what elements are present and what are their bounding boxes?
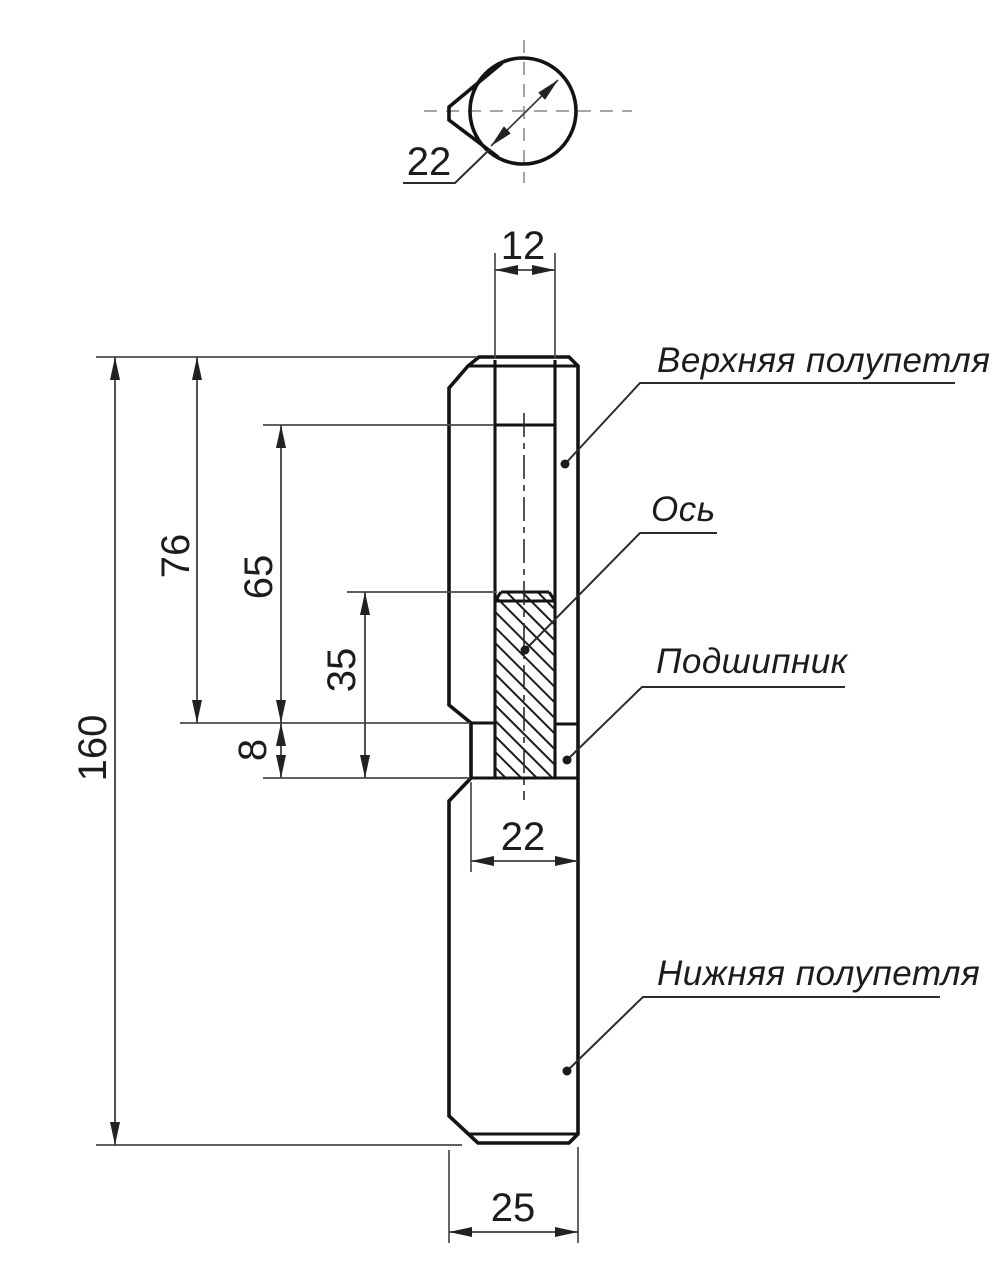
dimension-neck-width-22: 22 (470, 782, 578, 872)
hinge-body-outline (447, 355, 580, 1145)
leader-line (564, 382, 955, 465)
top-view-teardrop-edge (447, 61, 504, 159)
leader-line (524, 532, 717, 651)
pin-hatch-fill (495, 592, 555, 777)
dimension-bearing-height-8: 8 (231, 723, 286, 778)
dim-label-bore-depth: 65 (237, 555, 281, 600)
callout-bearing: Подшипник (562, 642, 849, 765)
leader-line (566, 996, 940, 1072)
dimension-bore-depth-65: 65 (237, 424, 494, 723)
dimension-upper-leaf-76: 76 (154, 357, 470, 724)
callout-label-pin: Ось (651, 490, 716, 529)
pin-section (493, 590, 557, 777)
callout-label-upper-leaf: Верхняя полупетля (657, 341, 990, 380)
callout-label-bearing: Подшипник (656, 642, 849, 681)
front-view (447, 355, 580, 1145)
dimension-pin-length-35: 35 (263, 591, 497, 779)
leader-line (566, 686, 845, 761)
dim-label-pin-length: 35 (320, 648, 364, 693)
callout-lower-leaf: Нижняя полупетля (562, 954, 980, 1076)
dim-label-neck-width: 22 (501, 815, 546, 859)
dim-label-upper-leaf-height: 76 (154, 534, 198, 579)
dim-label-top-diameter: 22 (407, 140, 452, 184)
diameter-dimension-arrow (490, 79, 559, 147)
leader-dot (562, 755, 572, 765)
dim-label-body-width: 25 (491, 1186, 536, 1230)
leader-dot (520, 645, 530, 655)
dimension-body-width-25: 25 (448, 1147, 579, 1243)
callouts: Верхняя полупетля Ось Подшипник Нижняя п… (520, 341, 990, 1076)
callout-pin: Ось (520, 490, 717, 655)
dimensions: 12 160 76 65 35 8 (71, 224, 579, 1243)
callout-upper-leaf: Верхняя полупетля (560, 341, 990, 469)
dim-label-slot-width: 12 (501, 224, 546, 268)
top-view-barrel-circle (468, 56, 578, 166)
top-view: 22 (403, 40, 632, 184)
callout-label-lower-leaf: Нижняя полупетля (657, 954, 980, 993)
diameter-leader-line (403, 149, 490, 184)
leader-dot (560, 459, 570, 469)
dimension-slot-width-12: 12 (494, 224, 556, 358)
dim-label-total-height: 160 (71, 715, 115, 782)
dim-label-bearing-height: 8 (231, 739, 275, 761)
dimension-total-height-160: 160 (71, 356, 477, 1146)
leader-dot (562, 1066, 572, 1076)
